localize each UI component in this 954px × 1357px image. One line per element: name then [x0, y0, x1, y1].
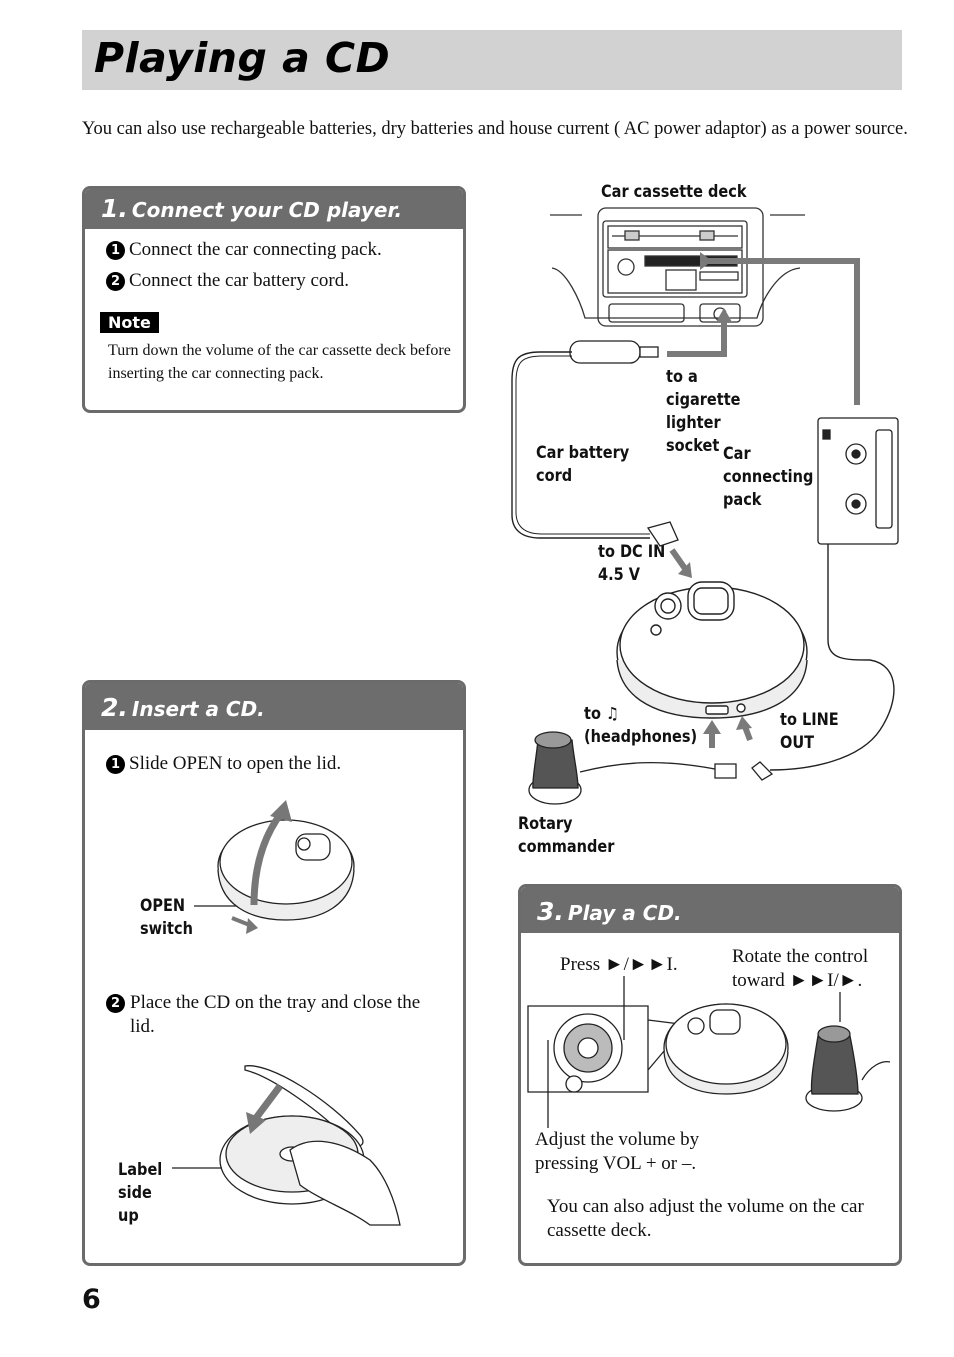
- line-out-label: to LINE OUT: [780, 710, 839, 752]
- line-out-arrow: [741, 722, 753, 742]
- section1-number: 1.: [101, 194, 128, 223]
- section2-number: 2.: [101, 693, 128, 722]
- section2-header: 2.Insert a CD.: [85, 683, 463, 730]
- cigarette-plug-illustration: [569, 340, 659, 364]
- page-number: 6: [82, 1284, 101, 1315]
- adjust-volume-text: Adjust the volume by pressing VOL + or –…: [535, 1129, 700, 1174]
- car-cassette-deck-label: Car cassette deck: [601, 182, 747, 201]
- section3-number: 3.: [537, 897, 564, 926]
- dc-in-label: to DC IN 4.5 V: [598, 542, 666, 584]
- step-text: Place the CD on the tray and close the l…: [130, 992, 421, 1037]
- step-number-badge: 1: [106, 241, 125, 260]
- car-connecting-pack-illustration: [817, 417, 899, 545]
- section3-heading: Play a CD.: [567, 901, 682, 925]
- section1-header: 1.Connect your CD player.: [85, 189, 463, 229]
- note-text: Turn down the volume of the car cassette…: [108, 342, 451, 382]
- page-title: Playing a CD: [94, 34, 391, 82]
- battery-cord-label: Car battery cord: [536, 443, 630, 485]
- intro-text: You can also use rechargeable batteries,…: [82, 119, 908, 139]
- car-cassette-deck-illustration: [550, 207, 805, 327]
- arrow-head: [700, 252, 712, 270]
- title-bar: [82, 30, 902, 90]
- connecting-pack-label: Car connecting pack: [723, 444, 814, 509]
- step-number-badge: 2: [106, 994, 125, 1013]
- rotary-commander-label: Rotary commander: [518, 814, 615, 856]
- step-text: Connect the car battery cord.: [129, 270, 349, 291]
- headphones-label: to ♫ (headphones): [584, 704, 698, 746]
- rotary-commander-illustration: [528, 731, 582, 805]
- open-switch-label: OPEN switch: [140, 896, 193, 938]
- commander-plug: [714, 763, 737, 779]
- section3-header: 3.Play a CD.: [521, 887, 899, 933]
- section1-heading: Connect your CD player.: [131, 198, 403, 222]
- dc-arrow: [669, 548, 689, 572]
- note-badge: Note: [100, 312, 159, 333]
- section1-box: 1.Connect your CD player.: [82, 186, 466, 413]
- arrow-head: [716, 308, 732, 322]
- line-out-plug: [751, 761, 774, 781]
- rotate-control-text: Rotate the control toward ►►I/►.: [732, 946, 869, 991]
- step-number-badge: 1: [106, 755, 125, 774]
- section2-step-2: 2 Place the CD on the tray and close the …: [106, 991, 436, 1039]
- step-text: Slide OPEN to open the lid.: [129, 753, 342, 774]
- section2-heading: Insert a CD.: [131, 697, 265, 721]
- label-side-up-label: Label side up: [118, 1160, 163, 1225]
- cd-player-illustration: [616, 581, 808, 719]
- step-text: Connect the car connecting pack.: [129, 239, 382, 260]
- commander-cable: [579, 761, 721, 773]
- step-number-badge: 2: [106, 272, 125, 291]
- also-adjust-text: You can also adjust the volume on the ca…: [547, 1196, 864, 1241]
- press-play-text: Press ►/►►I.: [560, 954, 678, 975]
